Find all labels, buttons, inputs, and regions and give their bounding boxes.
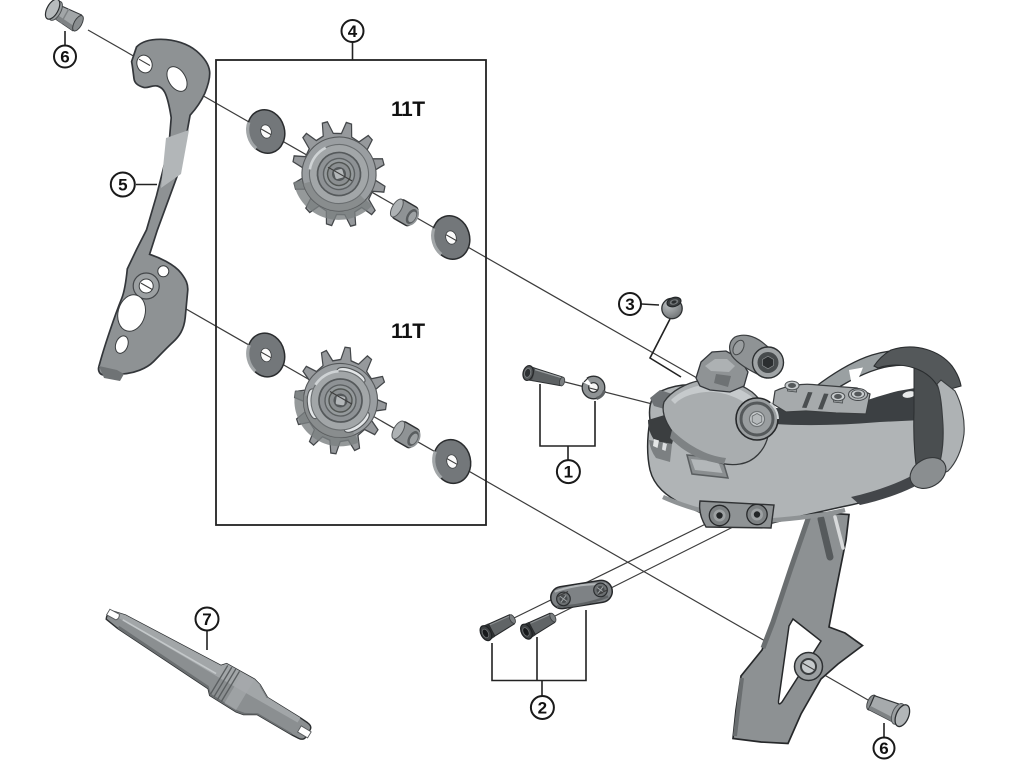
svg-text:11T: 11T [391,98,425,121]
svg-text:4: 4 [348,22,358,41]
svg-text:3: 3 [625,295,634,314]
svg-text:1: 1 [564,463,573,482]
svg-text:5: 5 [118,176,127,195]
svg-text:6: 6 [879,739,888,758]
svg-text:6: 6 [60,48,69,67]
svg-text:11T: 11T [391,320,425,343]
svg-text:7: 7 [202,610,211,629]
svg-text:2: 2 [538,699,547,718]
